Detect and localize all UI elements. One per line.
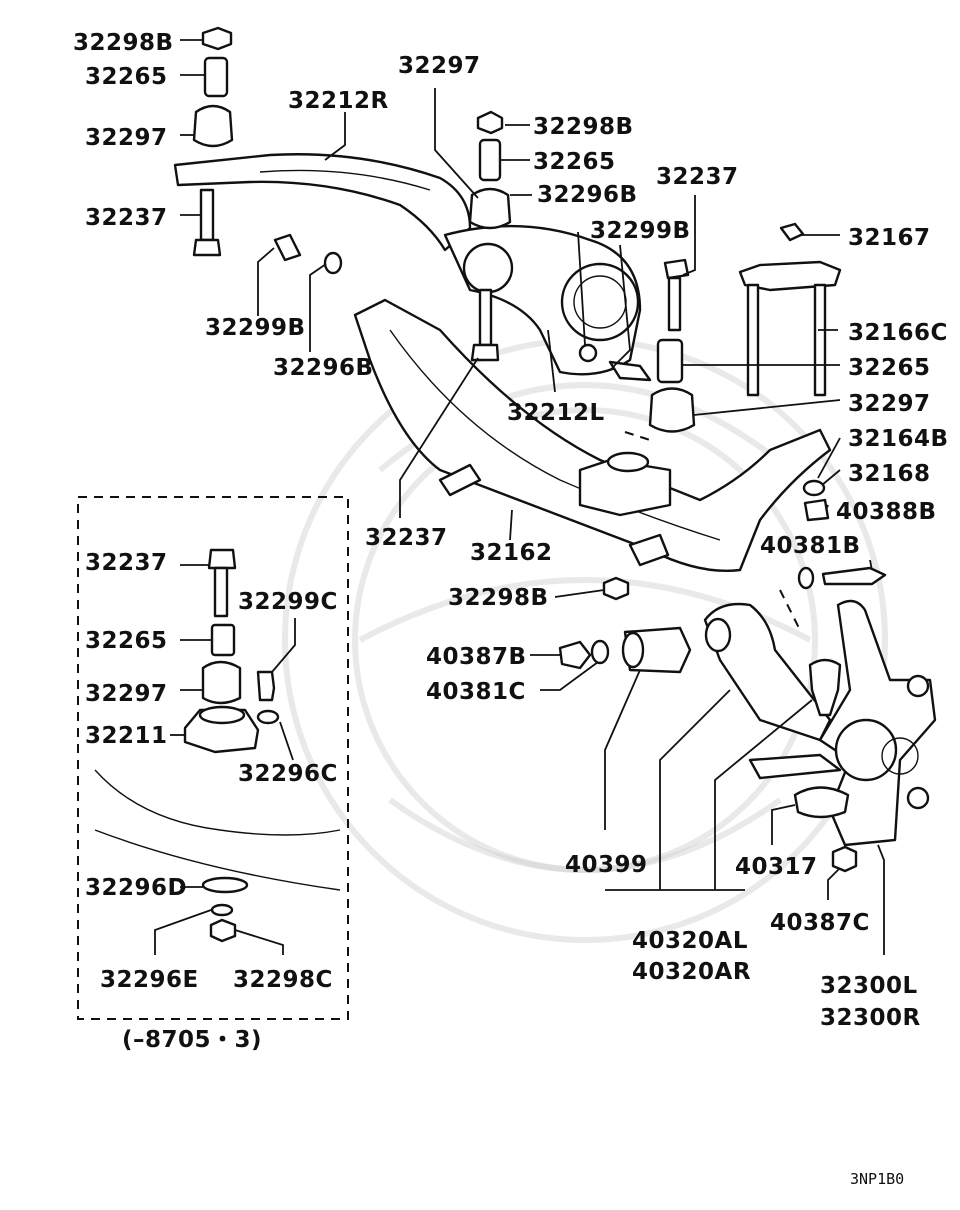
label-32300r: 32300R bbox=[820, 1005, 921, 1031]
inset-label-32298c: 32298C bbox=[233, 967, 333, 993]
hardware-parts bbox=[192, 26, 887, 674]
label-40320al: 40320AL bbox=[632, 928, 748, 954]
label-40320ar: 40320AR bbox=[632, 959, 751, 985]
inset-label-32211: 32211 bbox=[85, 723, 168, 749]
leader-lines bbox=[180, 39, 885, 955]
label-32265-mid: 32265 bbox=[533, 149, 616, 175]
label-40381c: 40381C bbox=[426, 679, 526, 705]
inset-label-32296c: 32296C bbox=[238, 761, 338, 787]
label-32298b-bottom: 32298B bbox=[448, 585, 549, 611]
label-32296b-mid: 32296B bbox=[537, 182, 638, 208]
label-32297-top: 32297 bbox=[398, 53, 481, 79]
label-32298b-top: 32298B bbox=[73, 30, 174, 56]
label-32296b-left: 32296B bbox=[273, 355, 374, 381]
inset-label-32265: 32265 bbox=[85, 628, 168, 654]
inset-caption: (–8705・3) bbox=[122, 1027, 262, 1053]
inset-label-32296d: 32296D bbox=[85, 875, 187, 901]
inset-label-32297: 32297 bbox=[85, 681, 168, 707]
label-32167: 32167 bbox=[848, 225, 931, 251]
label-32299b-right: 32299B bbox=[590, 218, 691, 244]
crossmember-assembly bbox=[173, 153, 842, 631]
label-40387b: 40387B bbox=[426, 644, 527, 670]
inset-label-32237: 32237 bbox=[85, 550, 168, 576]
label-32237-left: 32237 bbox=[85, 205, 168, 231]
label-40388b: 40388B bbox=[836, 499, 937, 525]
watermark-emblem bbox=[282, 337, 888, 943]
inset-label-32299c: 32299C bbox=[238, 589, 338, 615]
label-32300l: 32300L bbox=[820, 973, 918, 999]
label-32237-right: 32237 bbox=[656, 164, 739, 190]
label-40381b: 40381B bbox=[760, 533, 861, 559]
label-40399: 40399 bbox=[565, 852, 648, 878]
label-32212l: 32212L bbox=[507, 400, 605, 426]
label-40317: 40317 bbox=[735, 854, 818, 880]
label-40387c: 40387C bbox=[770, 910, 870, 936]
label-32265-right: 32265 bbox=[848, 355, 931, 381]
inset-box bbox=[77, 496, 349, 1020]
label-32297-left: 32297 bbox=[85, 125, 168, 151]
label-32166c: 32166C bbox=[848, 320, 948, 346]
label-32297-right: 32297 bbox=[848, 391, 931, 417]
label-32299b-left: 32299B bbox=[205, 315, 306, 341]
label-32237-bottom: 32237 bbox=[365, 525, 448, 551]
label-32168: 32168 bbox=[848, 461, 931, 487]
inset-label-32296e: 32296E bbox=[100, 967, 199, 993]
label-32298b-mid: 32298B bbox=[533, 114, 634, 140]
lower-arm-knuckle bbox=[703, 599, 937, 873]
label-32162: 32162 bbox=[470, 540, 553, 566]
label-32212r: 32212R bbox=[288, 88, 389, 114]
part-labels: 32298B 32265 32297 32237 32212R 32297 32… bbox=[73, 30, 949, 1188]
label-32265-top: 32265 bbox=[85, 64, 168, 90]
label-32164b: 32164B bbox=[848, 426, 949, 452]
figure-code: 3NP1B0 bbox=[850, 1170, 904, 1188]
